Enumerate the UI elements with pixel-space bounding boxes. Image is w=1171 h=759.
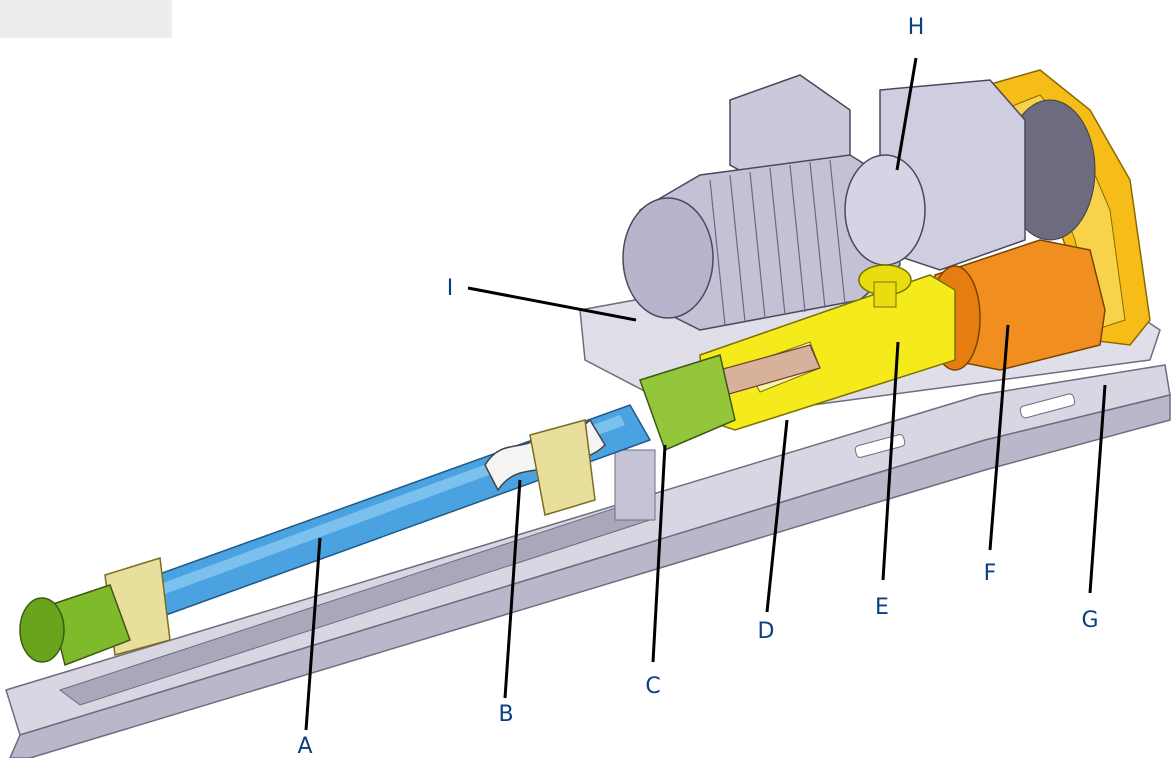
callout-label-g: G — [1081, 608, 1099, 633]
leader-line-g — [1088, 384, 1107, 594]
callout-label-a: A — [297, 734, 313, 759]
leader-line-c — [651, 444, 667, 663]
leader-line-i — [467, 286, 637, 322]
leader-line-a — [304, 537, 322, 731]
pump-housing — [639, 264, 956, 452]
base-frame-front — [9, 394, 1171, 758]
callout-label-f: F — [983, 561, 997, 586]
motor-cooling-fins — [709, 159, 846, 326]
inlet-flange — [19, 597, 65, 663]
drive-unit — [622, 74, 1026, 331]
callout-label-c: C — [645, 674, 661, 699]
callout-label-b: B — [498, 702, 514, 727]
leader-line-e — [881, 341, 900, 581]
corner-placeholder-box — [0, 0, 172, 38]
leader-line-d — [765, 419, 789, 613]
callout-label-e: E — [875, 595, 889, 620]
frame-support-block — [614, 449, 656, 521]
callout-label-i: I — [446, 276, 454, 301]
leader-line-h — [895, 57, 918, 171]
motor-end-cap — [622, 197, 714, 319]
inlet — [19, 584, 131, 667]
leader-lines — [304, 57, 1107, 731]
callout-label-h: H — [907, 15, 925, 40]
motor-coupling-flange — [844, 154, 926, 266]
frame-slot-2 — [1019, 393, 1076, 419]
pump-housing-outlet-neck — [873, 281, 897, 308]
leader-line-f — [988, 324, 1010, 551]
leader-line-b — [503, 479, 522, 699]
stator-clamp-mid — [529, 419, 596, 516]
connecting-ring — [639, 354, 736, 452]
callout-label-d: D — [757, 619, 775, 644]
